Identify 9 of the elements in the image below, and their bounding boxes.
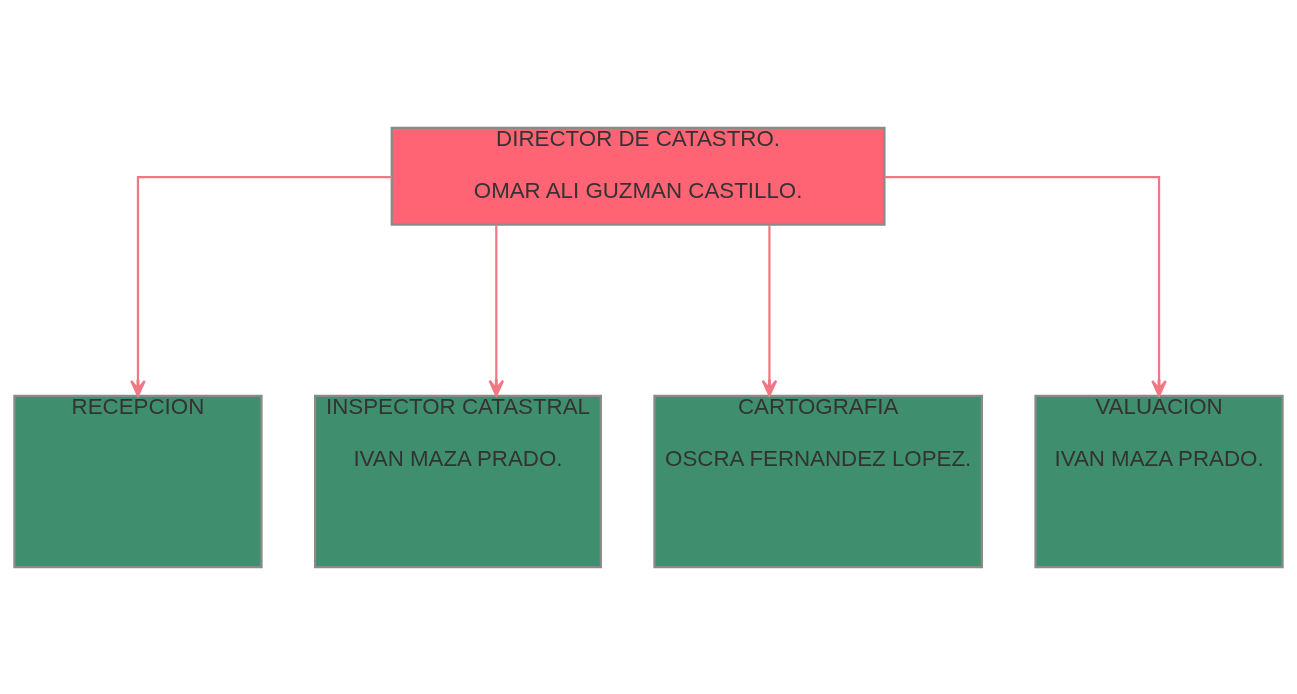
- node-box: INSPECTOR CATASTRAL IVAN MAZA PRADO.: [313, 394, 602, 568]
- node-box: DIRECTOR DE CATASTRO. OMAR ALI GUZMAN CASTILLO.: [390, 126, 886, 226]
- arrow: [488, 224, 505, 397]
- arrow: [130, 175, 392, 397]
- arrow: [884, 175, 1167, 397]
- node-box: VALUACION IVAN MAZA PRADO.: [1034, 394, 1284, 568]
- node-box: RECEPCION: [13, 394, 263, 568]
- arrow: [761, 224, 778, 397]
- node-box: CARTOGRAFIA OSCRA FERNANDEZ LOPEZ.: [653, 394, 984, 568]
